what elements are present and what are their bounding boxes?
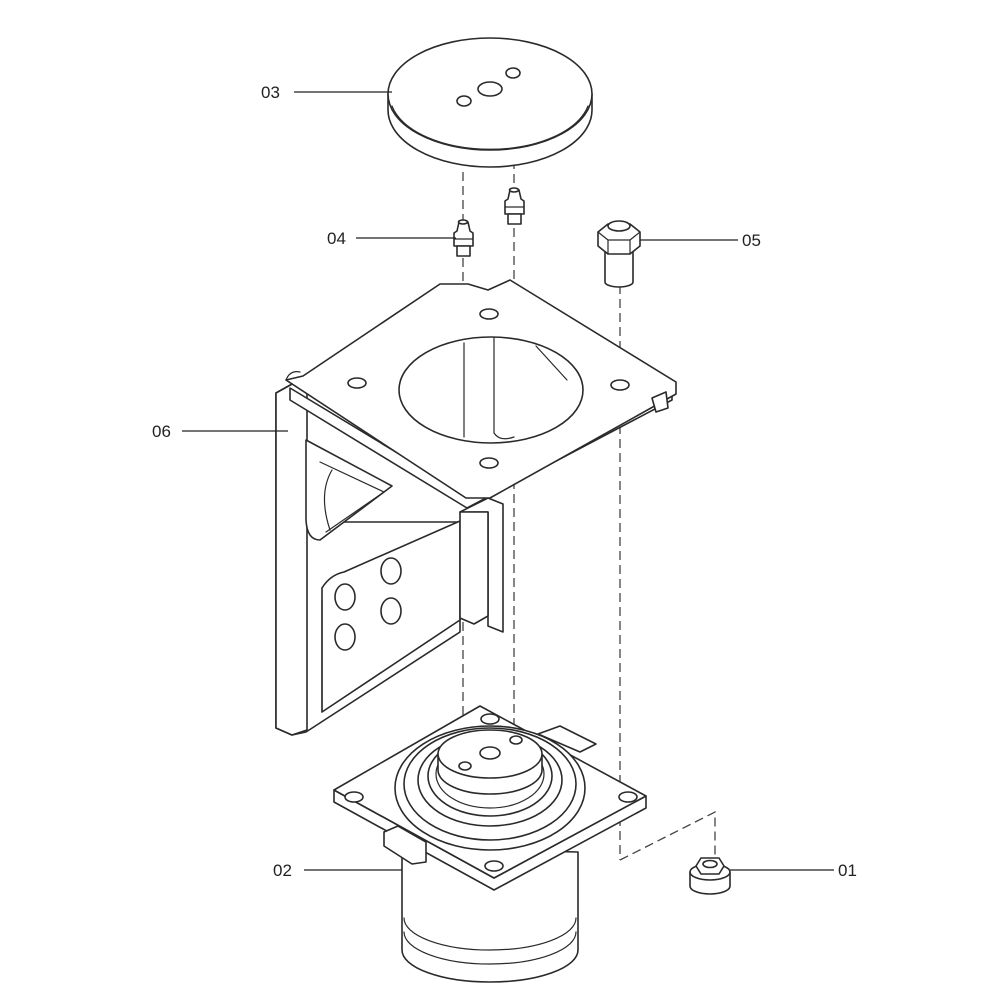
mount-base (333, 705, 647, 983)
callout-02: 02 (273, 861, 292, 880)
callout-03: 03 (261, 83, 280, 102)
callout-05: 05 (742, 231, 761, 250)
callout-labels: 03 04 05 06 02 01 (152, 83, 857, 880)
leader-lines (182, 91, 834, 871)
locating-pin-left (453, 219, 474, 257)
locating-pins (453, 187, 525, 257)
callout-04: 04 (327, 229, 346, 248)
flange-nut (689, 857, 731, 895)
callout-06: 06 (152, 422, 171, 441)
top-cap (387, 37, 593, 168)
locating-pin-right (504, 187, 525, 225)
hex-bolt (597, 220, 641, 288)
callout-01: 01 (838, 861, 857, 880)
bracket (275, 279, 677, 736)
